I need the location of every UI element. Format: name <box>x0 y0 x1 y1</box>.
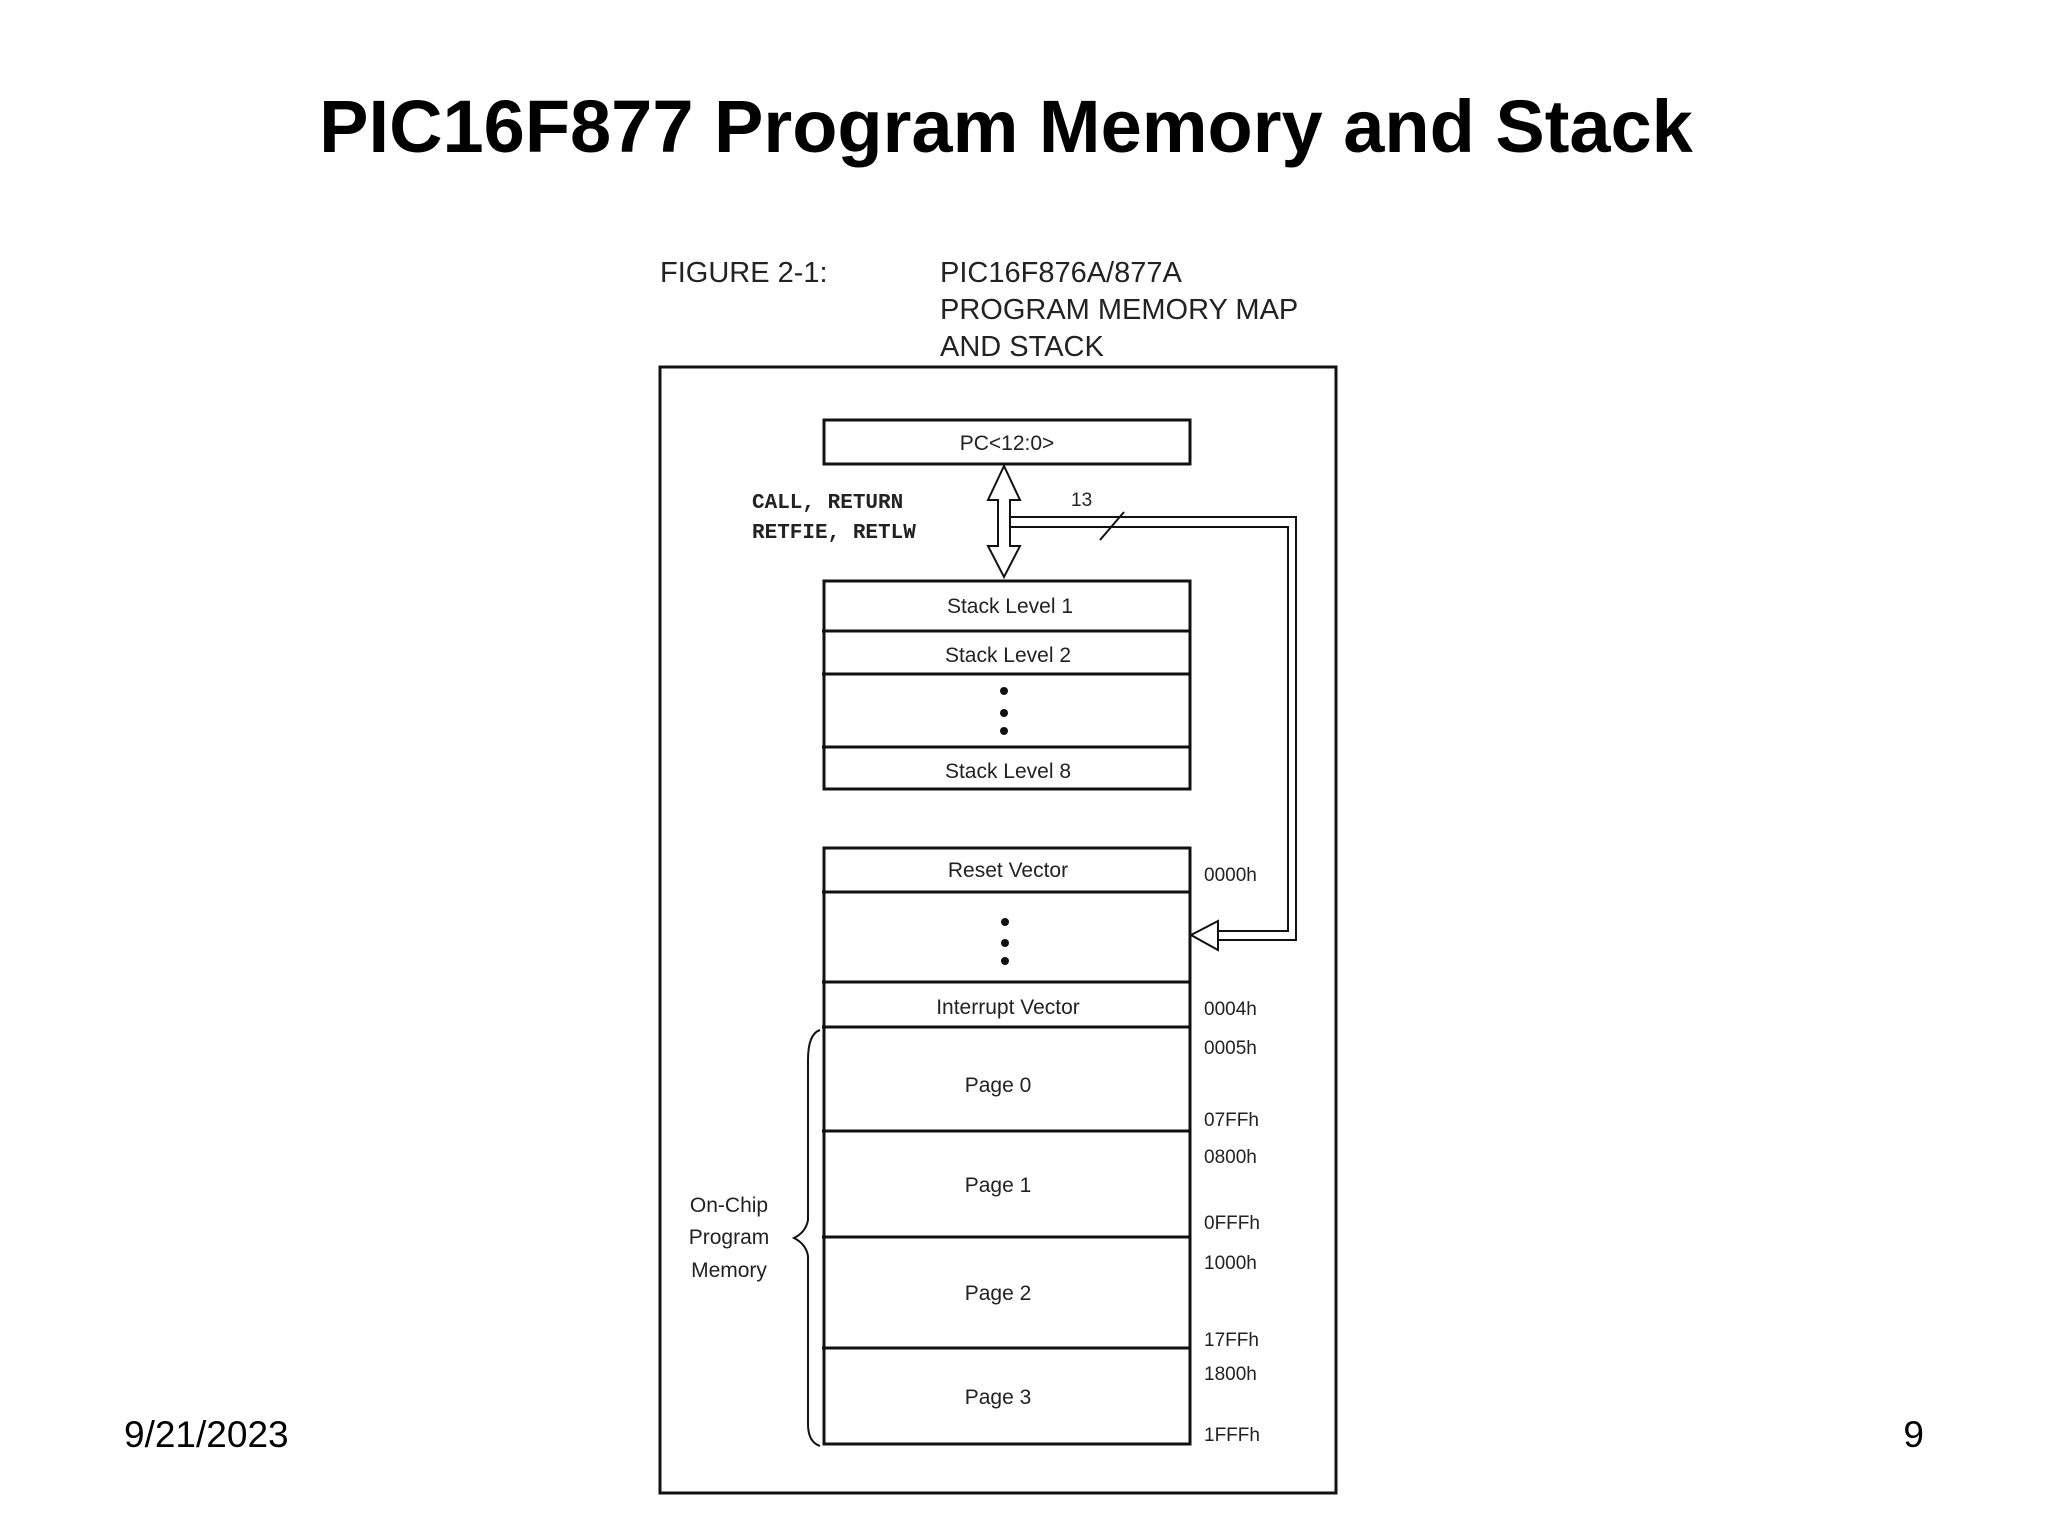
slide-number: 9 <box>1903 1414 1924 1455</box>
address-label: 0800h <box>1204 1147 1257 1168</box>
double-arrow-icon <box>986 463 1022 580</box>
bus-wire <box>1010 511 1297 952</box>
address-label: 0005h <box>1204 1038 1257 1059</box>
interrupt-vector: Interrupt Vector <box>936 996 1080 1019</box>
memory-group-label: On-Chip <box>690 1194 768 1217</box>
address-label: 1800h <box>1204 1364 1257 1385</box>
instruction-text: RETFIE, RETLW <box>752 522 916 545</box>
slide-title: PIC16F877 Program Memory and Stack <box>319 85 1694 168</box>
stack-level: Stack Level 8 <box>945 760 1071 783</box>
stack-level: Stack Level 1 <box>947 595 1073 618</box>
address-label: 1000h <box>1204 1253 1257 1274</box>
reset-vector: Reset Vector <box>948 859 1068 882</box>
memory-page: Page 0 <box>965 1074 1032 1097</box>
figure-caption-line: PROGRAM MEMORY MAP <box>940 294 1298 326</box>
figure-frame <box>658 365 1338 1495</box>
figure-caption-line: PIC16F876A/877A <box>940 257 1182 289</box>
figure-label: FIGURE 2-1: <box>660 257 828 289</box>
address-label: 07FFh <box>1204 1110 1259 1131</box>
figure-caption-line: AND STACK <box>940 331 1104 363</box>
address-label: 0FFFh <box>1204 1213 1260 1234</box>
address-label: 17FFh <box>1204 1330 1259 1351</box>
memory-page: Page 2 <box>965 1282 1032 1305</box>
address-label: 1FFFh <box>1204 1425 1260 1446</box>
stack-level: Stack Level 2 <box>945 644 1071 667</box>
pc-register <box>822 418 1192 466</box>
brace-icon <box>791 1029 821 1447</box>
memory-group-label: Program <box>689 1226 770 1249</box>
address-label: 0004h <box>1204 999 1257 1020</box>
memory-page: Page 3 <box>965 1386 1032 1409</box>
bus-width-label: 13 <box>1071 490 1092 511</box>
instruction-text: CALL, RETURN <box>752 492 903 515</box>
stack <box>822 579 1192 791</box>
program-memory <box>822 846 1192 1446</box>
address-label: 0000h <box>1204 865 1257 886</box>
memory-page: Page 1 <box>965 1174 1032 1197</box>
slide-date: 9/21/2023 <box>124 1414 289 1455</box>
pc-label: PC<12:0> <box>960 432 1055 455</box>
memory-group-label: Memory <box>691 1259 767 1282</box>
